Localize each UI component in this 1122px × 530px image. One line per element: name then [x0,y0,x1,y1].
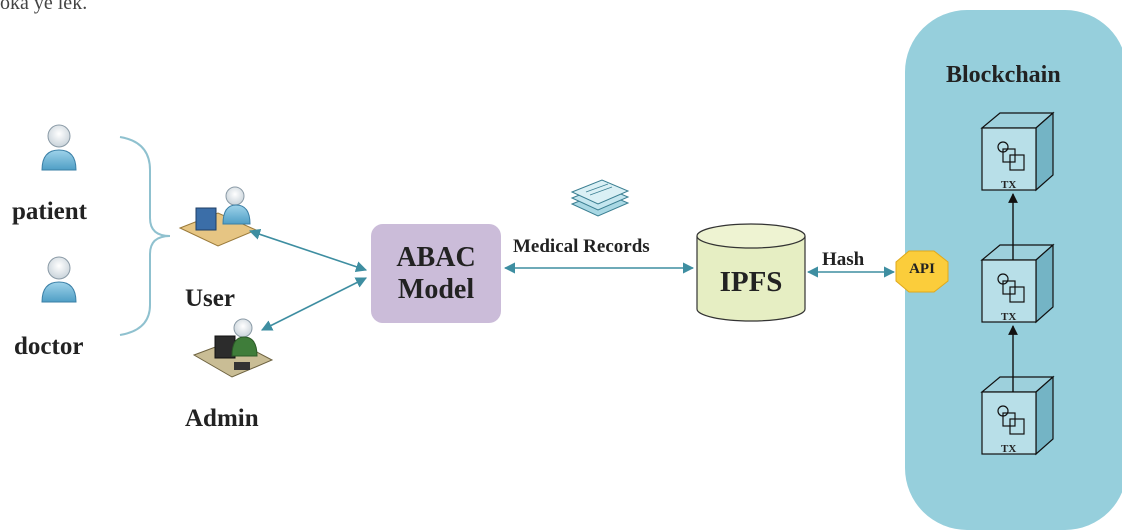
abac-model-box: ABAC Model [371,224,501,323]
doctor-label: doctor [14,333,84,360]
block-cube-3 [980,375,1055,456]
api-label: API [909,261,935,277]
documents-stack-icon [570,179,630,217]
block-cube-2 [980,243,1055,324]
abac-line2: Model [397,273,475,305]
blockchain-title: Blockchain [946,62,1061,88]
block-1-tx-label: TX [1001,179,1016,191]
api-octagon [895,250,949,293]
grouping-bracket [119,136,171,336]
block-3-tx-label: TX [1001,443,1016,455]
user-workstation-icon [178,186,258,247]
ipfs-label: IPFS [719,266,783,298]
patient-label: patient [12,198,87,225]
abac-line1: ABAC [396,241,476,273]
patient-person-icon [41,124,77,171]
ipfs-database-icon [696,223,806,322]
diagram-graphics: TX TX TX [41,111,1055,456]
user-label: User [185,285,235,312]
hash-label: Hash [822,249,865,270]
admin-workstation-icon [192,318,274,378]
arrow-admin-abac [260,277,368,331]
arrow-user-abac [248,228,368,273]
block-cube-1 [980,111,1055,192]
medical-records-label: Medical Records [513,236,650,257]
admin-label: Admin [185,405,259,432]
doctor-person-icon [41,256,77,303]
top-text-fragment: oka ye lek. [0,0,88,14]
block-2-tx-label: TX [1001,311,1016,323]
